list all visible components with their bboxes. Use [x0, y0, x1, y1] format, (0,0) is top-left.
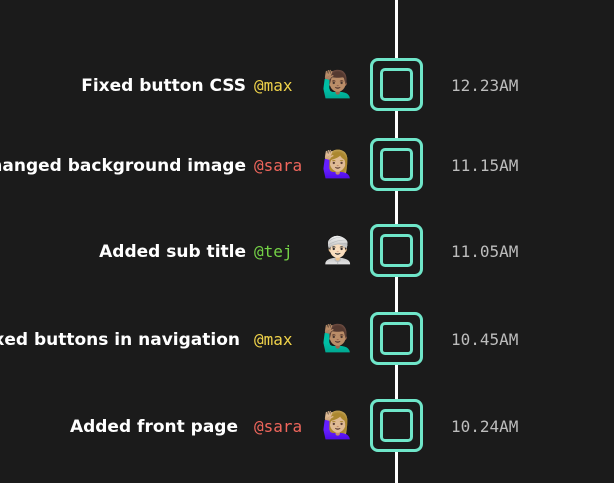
- commit-message: Added sub title: [99, 242, 246, 262]
- timeline-node-inner: [380, 322, 413, 355]
- avatar-icon: 🙋🏼‍♀️: [321, 411, 355, 441]
- timeline-node[interactable]: [370, 138, 423, 191]
- username: @max: [254, 76, 293, 95]
- timestamp: 10.24AM: [451, 417, 519, 436]
- timestamp: 12.23AM: [451, 76, 519, 95]
- timestamp: 10.45AM: [451, 330, 519, 349]
- timeline-node-inner: [380, 68, 413, 101]
- commit-message: Added front page: [69, 417, 238, 437]
- timeline-node[interactable]: [370, 399, 423, 452]
- commit-message: Fixed button CSS: [81, 76, 246, 96]
- timeline-item: Fixed buttons in navigation @max 🙋🏽‍♂️ 1…: [0, 312, 614, 368]
- username: @sara: [254, 156, 303, 175]
- commit-message: Changed background image: [0, 156, 246, 176]
- avatar-icon: 🙋🏼‍♀️: [321, 150, 355, 180]
- username: @sara: [254, 417, 303, 436]
- timeline-node[interactable]: [370, 58, 423, 111]
- username: @tej: [254, 242, 293, 261]
- username: @max: [254, 330, 293, 349]
- timeline-node-inner: [380, 148, 413, 181]
- avatar-icon: 🙋🏽‍♂️: [321, 70, 355, 100]
- timeline-item: Changed background image @sara 🙋🏼‍♀️ 11.…: [0, 138, 614, 194]
- timeline-node[interactable]: [370, 312, 423, 365]
- timeline-node-inner: [380, 409, 413, 442]
- timeline-item: Added front page @sara 🙋🏼‍♀️ 10.24AM: [0, 399, 614, 455]
- timeline-node-inner: [380, 234, 413, 267]
- avatar-icon: 👳🏻‍♂️: [321, 236, 355, 266]
- commit-message: Fixed buttons in navigation: [0, 330, 240, 350]
- timestamp: 11.15AM: [451, 156, 519, 175]
- timeline-node[interactable]: [370, 224, 423, 277]
- timeline-item: Fixed button CSS @max 🙋🏽‍♂️ 12.23AM: [0, 58, 614, 114]
- timeline-item: Added sub title @tej 👳🏻‍♂️ 11.05AM: [0, 224, 614, 280]
- avatar-icon: 🙋🏽‍♂️: [321, 324, 355, 354]
- timestamp: 11.05AM: [451, 242, 519, 261]
